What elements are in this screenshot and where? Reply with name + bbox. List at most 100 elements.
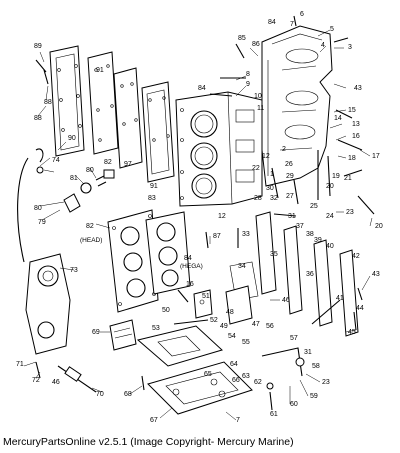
callout-58: 58 — [312, 363, 320, 370]
callout-15: 15 — [348, 107, 356, 114]
callout-83: 83 — [148, 195, 156, 202]
callout-16b: 16 — [186, 281, 194, 288]
callout-97: 84 — [268, 19, 276, 26]
throttle-linkage — [261, 299, 341, 411]
callout-101: 86 — [252, 41, 260, 48]
callout-12: 12 — [262, 153, 270, 160]
callout-66: 66 — [232, 377, 240, 384]
callout-12b: 12 — [218, 213, 226, 220]
temperature-sensor — [57, 365, 97, 393]
callout-7b: 7 — [236, 417, 240, 424]
callout-20: 20 — [326, 183, 334, 190]
exhaust-plate-90b — [141, 81, 175, 183]
callout-33: 33 — [242, 231, 250, 238]
callout-46: 46 — [282, 297, 290, 304]
callout-52: 52 — [210, 317, 218, 324]
callout-50: 50 — [162, 307, 170, 314]
callout-42: 42 — [352, 253, 360, 260]
callout-22: 22 — [252, 165, 260, 172]
callout-61: 61 — [270, 411, 278, 418]
bypass-covers — [193, 285, 253, 325]
transfer-port-covers — [229, 211, 359, 337]
callout-56: 56 — [266, 323, 274, 330]
callout-19: 19 — [332, 173, 340, 180]
callout-10: 10 — [254, 93, 262, 100]
callout-46b: 46 — [52, 379, 60, 386]
callout-44: 44 — [356, 305, 364, 312]
callout-60: 60 — [290, 401, 298, 408]
callout-4: 4 — [321, 42, 325, 49]
callout-63: 63 — [242, 373, 250, 380]
callout-67: 67 — [150, 417, 158, 424]
relief-valve-parts — [63, 169, 115, 213]
callout-78: 80 — [34, 205, 42, 212]
callout-25: 25 — [310, 203, 318, 210]
callout-91: 97 — [124, 161, 132, 168]
callout-numbers: 6 7 84 5 4 3 85 86 8 9 84 10 43 11 15 14… — [16, 11, 383, 424]
callout-43b: 43 — [372, 271, 380, 278]
callout-11: 11 — [257, 105, 264, 112]
cylinder-block — [175, 91, 263, 207]
callout-39: 39 — [314, 237, 322, 244]
callout-38: 38 — [306, 231, 314, 238]
callout-87: 88 — [44, 99, 52, 106]
callout-84: 84 — [184, 255, 192, 262]
callout-9: 9 — [246, 81, 250, 88]
callout-88: 89 — [34, 43, 42, 50]
callout-48: 48 — [226, 309, 234, 316]
callout-36: 36 — [306, 271, 314, 278]
callout-28: 28 — [254, 195, 262, 202]
callout-27: 27 — [286, 193, 294, 200]
callout-17: 17 — [372, 153, 380, 160]
callout-90a: 91 — [96, 67, 104, 74]
callout-90b: 91 — [150, 183, 158, 190]
callout-14: 14 — [334, 115, 342, 122]
callout-51: 51 — [202, 293, 210, 300]
adapter-plate-53 — [136, 325, 223, 367]
label-hega: (HEGA) — [180, 263, 203, 270]
exploded-parts-diagram: 6 7 84 5 4 3 85 86 8 9 84 10 43 11 15 14… — [16, 11, 383, 424]
callout-62: 62 — [254, 379, 262, 386]
callout-85: 87 — [213, 233, 221, 240]
callout-24: 24 — [326, 213, 334, 220]
callout-3: 3 — [348, 44, 352, 51]
callout-100: 85 — [238, 35, 246, 42]
callout-59: 59 — [310, 393, 318, 400]
callout-55: 55 — [242, 339, 250, 346]
callout-89: 90 — [68, 135, 76, 142]
callout-18: 18 — [348, 155, 356, 162]
callout-43: 43 — [354, 85, 362, 92]
crankcase — [261, 25, 333, 187]
callout-20b: 20 — [375, 223, 383, 230]
callout-70: 70 — [96, 391, 104, 398]
callout-6: 6 — [300, 11, 304, 18]
callout-72: 72 — [32, 377, 40, 384]
callout-30: 30 — [266, 185, 274, 192]
callout-41: 41 — [336, 295, 344, 302]
callout-77: 79 — [38, 219, 46, 226]
callout-81: 82 — [104, 159, 112, 166]
leader-lines — [23, 29, 373, 421]
callout-23b: 23 — [322, 379, 330, 386]
callout-21: 21 — [344, 175, 352, 182]
callout-65: 65 — [204, 371, 212, 378]
callout-53: 53 — [152, 325, 160, 332]
callout-74: 74 — [52, 157, 60, 164]
thermostat-cover — [25, 253, 71, 355]
callout-31b: 31 — [304, 349, 312, 356]
cylinder-head — [107, 209, 159, 313]
callout-1: 1 — [270, 171, 274, 178]
head-gasket — [145, 211, 191, 295]
callout-34: 34 — [238, 263, 246, 270]
exhaust-plate-91 — [113, 67, 143, 169]
exhaust-plate-90a — [87, 51, 119, 155]
callout-31: 31 — [288, 213, 296, 220]
callout-49: 49 — [220, 323, 228, 330]
callout-35: 35 — [270, 251, 278, 258]
label-head: (HEAD) — [80, 237, 102, 244]
exhaust-cover-gasket — [49, 45, 85, 157]
callout-79: 80 — [86, 167, 94, 174]
callout-82: 82 — [86, 223, 94, 230]
callout-16: 16 — [352, 133, 360, 140]
callout-57: 57 — [290, 335, 298, 342]
